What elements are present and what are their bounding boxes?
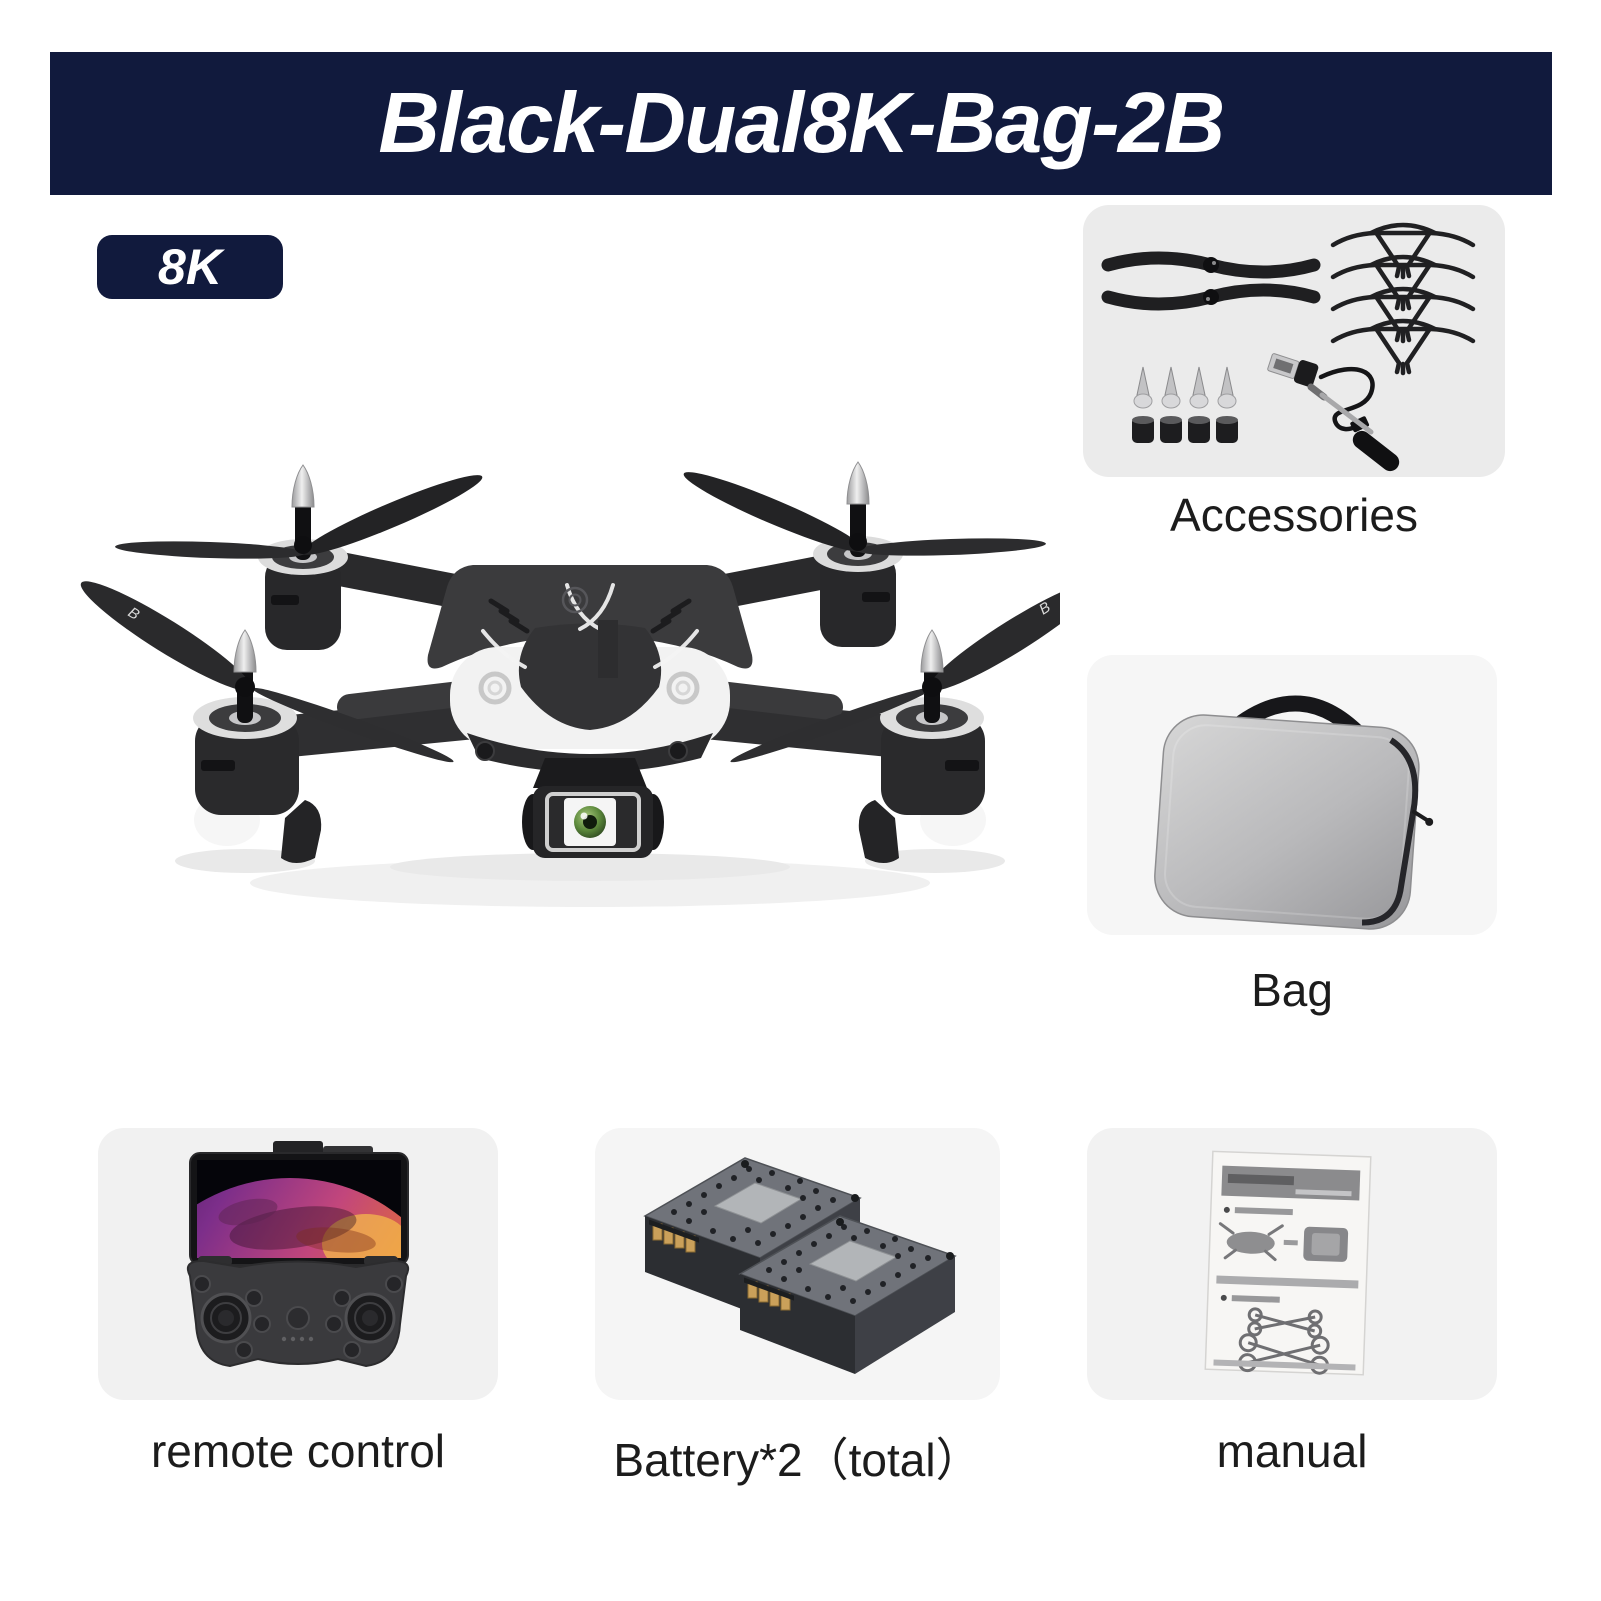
carrying-case-icon [1154,695,1434,930]
bag-label: Bag [1251,964,1333,1016]
screwdriver-icon [1307,383,1400,472]
usb-cable-icon [1267,353,1375,433]
controller-body [186,1256,410,1368]
product-title-banner: Black-Dual8K-Bag-2B [50,52,1552,195]
remote-control-tile [98,1128,498,1400]
remote-controller-icon [186,1141,410,1368]
drone-front-left-motor: B [80,581,454,863]
power-button [286,1306,310,1330]
left-joystick [200,1292,252,1344]
battery-tile [595,1128,1000,1400]
batteries-icon [644,1157,956,1375]
indicator-dots [281,1336,314,1342]
accessories-kit-icon [1101,205,1505,472]
drone-front-right-motor: B [730,581,1060,863]
battery-label: Battery*2（total） [613,1434,982,1486]
manual-page-icon [1204,1150,1372,1376]
drone-body-sticker [598,620,618,678]
drone-rear-right-motor [683,461,1046,647]
manual-tile [1087,1128,1497,1400]
drone-quadcopter-icon: B B [80,461,1060,907]
bag-zipper [1361,737,1419,926]
controller-buttons [193,1275,403,1359]
phone-in-holder [189,1141,409,1266]
rubber-feet-icon [1132,416,1238,443]
badge-8k-label: 8K [158,239,222,295]
product-title: Black-Dual8K-Bag-2B [378,75,1225,171]
remote-control-label: remote control [150,1425,445,1477]
drone-photo: B B [55,415,1060,920]
manual-label: manual [1216,1425,1368,1477]
drone-camera [522,758,664,858]
badge-8k: 8K [97,235,283,299]
spare-propellers-icon [1101,251,1321,311]
drone-body [427,565,753,773]
drone-shadow [175,849,1005,907]
accessories-tile [1083,205,1505,477]
propeller-guards-icon [1333,225,1473,373]
right-joystick [344,1292,396,1344]
manual-fold-diagram [1218,1222,1349,1262]
phone-wallpaper-planet [197,1178,401,1258]
bag-tile [1087,655,1497,935]
spare-shafts-icon [1133,366,1237,409]
accessories-label: Accessories [1170,489,1418,541]
drone-rear-left-motor [115,464,483,650]
